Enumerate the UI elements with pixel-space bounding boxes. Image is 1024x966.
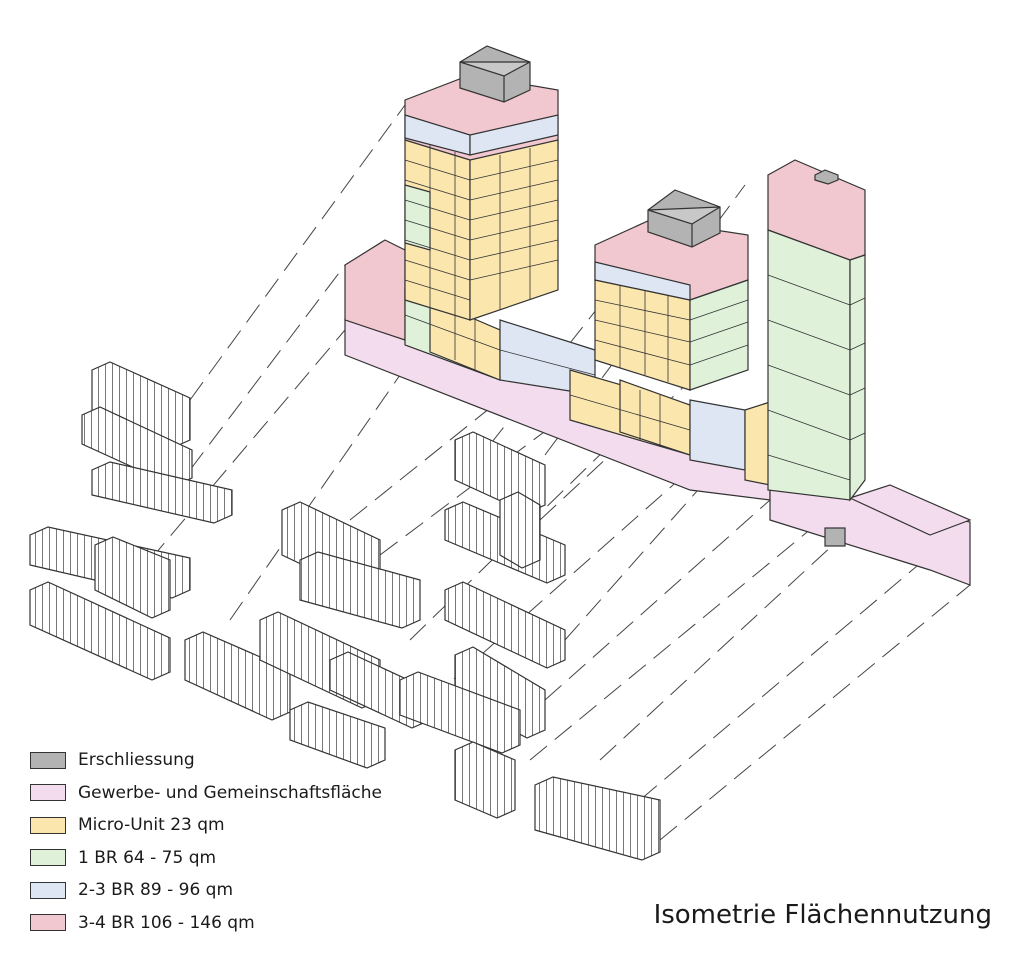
legend-swatch (30, 816, 66, 834)
legend-item-erschliessung: Erschliessung (30, 744, 382, 777)
legend-label: 2-3 BR 89 - 96 qm (78, 880, 234, 901)
legend-label: 3-4 BR 106 - 146 qm (78, 912, 255, 933)
legend-item-gewerbe: Gewerbe- und Gemeinschaftsfläche (30, 777, 382, 810)
legend-label: Gewerbe- und Gemeinschaftsfläche (78, 782, 382, 803)
legend: Erschliessung Gewerbe- und Gemeinschafts… (30, 744, 382, 939)
diagram-title: Isometrie Flächennutzung (653, 900, 992, 930)
legend-item-2-3br: 2-3 BR 89 - 96 qm (30, 874, 382, 907)
legend-item-3-4br: 3-4 BR 106 - 146 qm (30, 907, 382, 940)
legend-swatch (30, 881, 66, 899)
legend-label: 1 BR 64 - 75 qm (78, 847, 217, 868)
legend-swatch (30, 784, 66, 802)
legend-item-micro-unit: Micro-Unit 23 qm (30, 809, 382, 842)
legend-label: Erschliessung (78, 750, 195, 771)
legend-swatch (30, 914, 66, 932)
legend-label: Micro-Unit 23 qm (78, 815, 225, 836)
tower-3 (767, 159, 866, 502)
legend-swatch (30, 751, 66, 769)
tower-2 (594, 189, 749, 391)
tower-1 (404, 45, 559, 321)
legend-item-1br: 1 BR 64 - 75 qm (30, 842, 382, 875)
low-rise-units (344, 239, 771, 486)
legend-swatch (30, 849, 66, 867)
ground-floor-plan (29, 361, 661, 861)
